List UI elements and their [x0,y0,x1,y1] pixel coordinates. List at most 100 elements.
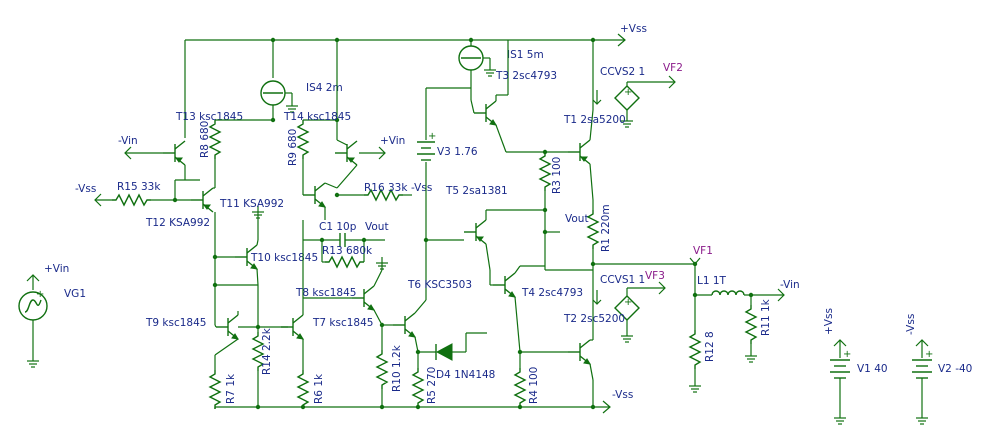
t1-transistor [567,109,594,201]
is4-current-source [260,40,299,120]
t4-transistor [490,265,568,368]
t11-transistor [251,205,265,240]
t9-label: T9 ksc1845 [145,317,206,329]
r5-label: R5 270 [426,367,438,404]
t8-base-wire [302,220,352,300]
t1-label: T1 2sa5200 [563,114,626,126]
r16-resistor [334,189,412,201]
ccvs2-label: CCVS2 1 [600,66,645,78]
ccvs2-source: + [592,40,676,128]
v3-label: V3 1.76 [437,146,478,158]
t6-label: T6 KSC3503 [407,279,472,291]
t10-transistor [212,239,259,332]
r10-resistor [376,345,388,407]
t10-label: T10 ksc1845 [250,252,318,264]
is1-current-source [458,40,497,100]
r10-label: R10 1.2k [391,344,403,392]
c1-label: C1 10p [319,221,357,233]
r3-label: R3 100 [551,157,563,194]
nin-label: -Vin [118,135,138,147]
t7-transistor [280,300,304,370]
r16-label: R16 33k [364,182,408,194]
svg-text:+: + [624,87,632,98]
t3-label: T3 2sc4793 [495,70,557,82]
vg1-source: + [18,274,48,368]
v1-label: V1 40 [857,363,888,375]
svg-text:+: + [624,297,632,308]
bottom-rail [215,400,611,414]
r4-resistor [514,367,526,408]
vg1-label: VG1 [64,288,86,300]
ccvs1-source: + [592,270,666,343]
t11-label: T11 KSA992 [219,198,284,210]
v3-source: + [417,87,471,243]
d4-diode [415,332,487,361]
nin-out-label: -Vin [780,279,800,291]
t8-transistor [302,180,338,220]
is4-label: IS4 2m [306,82,343,94]
v1-pvss-label: +Vss [823,308,835,335]
vout-label: Vout [565,213,589,225]
v1-source: + [830,339,851,425]
r13-resistor [321,240,365,268]
r7-label: R7 1k [225,373,237,404]
r4-label: R4 100 [528,367,540,404]
r9-resistor [297,117,340,180]
nvss-in2-label: -Vss [411,182,432,194]
vout-fb-label: Vout [365,221,389,233]
r1-resistor [545,200,695,271]
d4-label: D4 1N4148 [436,369,495,381]
l1-label: L1 1T [697,275,727,287]
vg1-pin-label: +Vin [44,263,69,275]
r11-resistor [744,295,758,363]
v2-label: V2 -40 [938,363,972,375]
vf2-probe: VF2 [663,62,683,74]
r12-label: R12 8 [704,331,716,362]
r12-resistor [688,264,702,393]
svg-text:+: + [36,289,44,300]
nvss-in-label: -Vss [75,183,96,195]
r13-label: R13 680k [322,245,373,257]
t8b-transistor [351,256,393,345]
t3-transistor [470,40,568,155]
r1-label: R1 220m [600,204,612,252]
r15-label: R15 33k [117,181,161,193]
t14-label: T14 ksc1845 [283,111,351,123]
t13-transistor [162,40,200,200]
t6-transistor [392,240,427,368]
v2-nvss-label: -Vss [905,314,917,335]
t9-transistor [214,311,239,370]
svg-text:+: + [428,131,436,142]
pin-label: +Vin [380,135,405,147]
pos-rail-label: +Vss [620,23,647,35]
vf3-probe: VF3 [645,270,665,282]
r5-resistor [412,367,424,408]
r14-label: R14 2.2k [261,327,273,375]
r6-resistor [297,369,309,410]
vf1-probe: VF1 [693,245,713,257]
svg-text:+: + [843,349,851,360]
t2-label: T2 2sc5200 [563,313,625,325]
t2-transistor [567,339,594,407]
r8-resistor [209,117,276,188]
r8-label: R8 680 [199,121,211,158]
t12-label: T12 KSA992 [145,217,210,229]
t7-label: T7 ksc1845 [312,317,373,329]
neg-rail-label: -Vss [612,389,633,401]
r15-resistor [94,193,191,207]
v2-source: + [912,339,933,425]
r9-label: R9 680 [287,129,299,166]
t5-label: T5 2sa1381 [445,185,508,197]
t8-label: T8 ksc1845 [295,287,356,299]
r11-label: R11 1k [760,298,772,336]
top-rail [185,33,626,47]
l1-inductor [692,288,785,302]
ccvs1-label: CCVS1 1 [600,274,645,286]
t14-transistor [334,40,386,189]
r7-resistor [209,369,221,410]
is1-label: IS1 5m [507,49,544,61]
r6-label: R6 1k [313,373,325,404]
t5-transistor [426,209,545,285]
t12-transistor [190,187,216,325]
